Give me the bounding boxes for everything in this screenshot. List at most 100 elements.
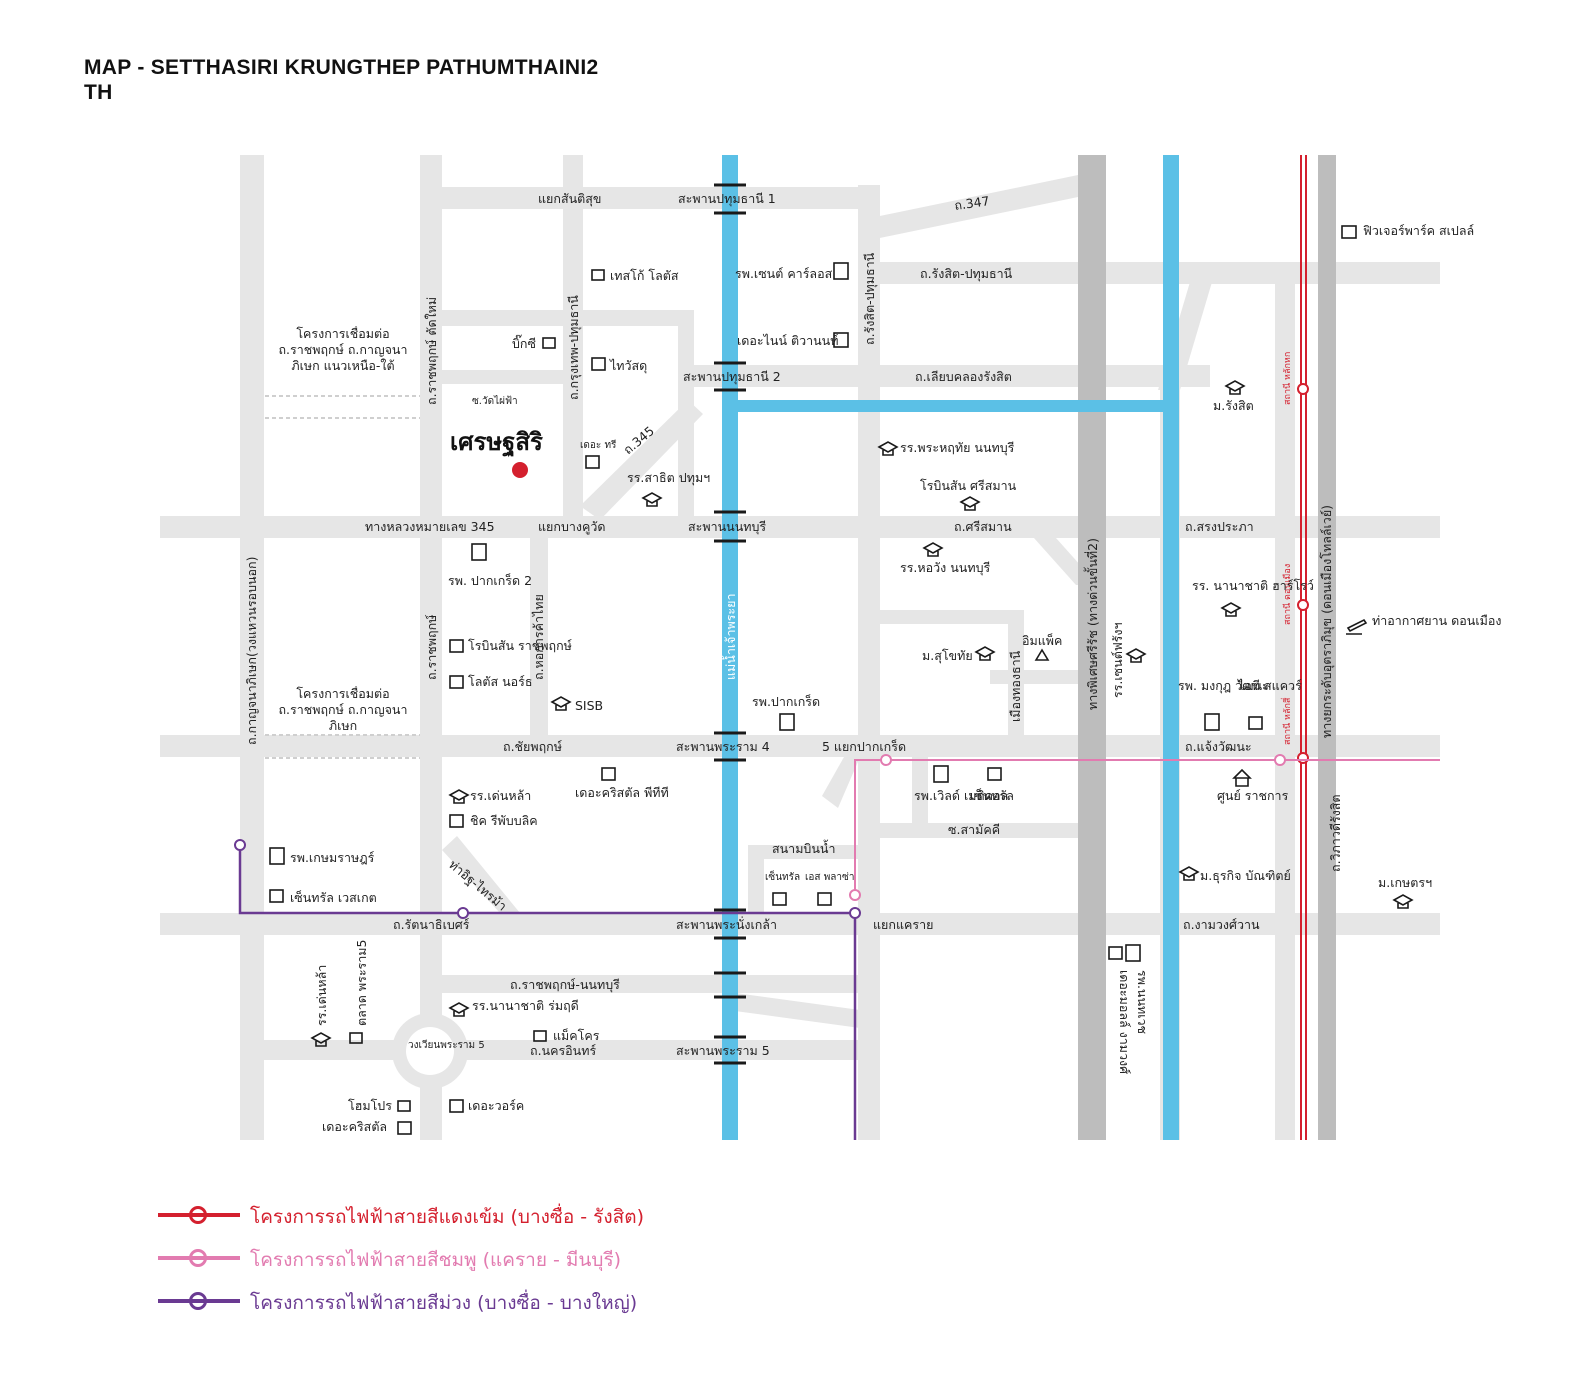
- hospital-icon: [471, 543, 487, 561]
- poi-saint-francis: รร.เซนต์ฟรังฯ: [1110, 622, 1125, 698]
- building-icon: [449, 675, 464, 689]
- label-bridge-rama5: สะพานพระราม 5: [676, 1043, 770, 1058]
- airplane-icon: [1346, 618, 1368, 635]
- poi-pakkret-hosp: รพ.ปากเกร็ด: [752, 694, 820, 709]
- road-ratchaphruek-non: [430, 975, 860, 993]
- rangsit-canal: [1163, 155, 1179, 1140]
- label-vibhavadi: ทางยกระดับอุตราภิมุข (ดอนเมืองโทลล์เวย์): [1319, 505, 1335, 738]
- school-icon: [959, 496, 981, 511]
- shopping-icon: [533, 1030, 547, 1042]
- poi-future-park: ฟิวเจอร์พาร์ค สเปลล์: [1363, 223, 1474, 238]
- legend-pink-line: โครงการรถไฟฟ้าสายสีชมพู (แคราย - มีนบุรี…: [158, 1243, 678, 1273]
- poi-crystal-rama: เดอะคริสตัล: [322, 1119, 387, 1134]
- project-marker: [512, 462, 528, 478]
- label-ratchaphruek-new: ถ.ราชพฤกษ์ ตัดใหม่: [424, 297, 439, 405]
- exhibition-icon: [1034, 648, 1050, 661]
- road-diagonal-south: [735, 993, 860, 1028]
- poi-kasemrad: รพ.เกษมราษฎร์: [290, 850, 375, 865]
- legend-red-line: โครงการรถไฟฟ้าสายสีแดงเข้ม (บางซื่อ - รั…: [158, 1200, 678, 1230]
- label-mueang-thong: เมืองทองธานี: [1008, 650, 1023, 722]
- road-liab-khlong: [680, 365, 1210, 387]
- rama5-roundabout-center: [406, 1027, 454, 1075]
- poi-sarit-pathum: รร.สาธิต ปทุมฯ: [627, 470, 710, 486]
- poi-central-cw: เซ็นทรัล: [970, 788, 1014, 803]
- poi-denla2: รร.เด่นหล้า: [314, 965, 329, 1026]
- poi-homepro: โฮมโปร: [348, 1098, 392, 1113]
- hospital-icon: [269, 847, 285, 865]
- title-line-1: MAP - SETTHASIRI KRUNGTHEP PATHUMTHAINI2: [84, 56, 599, 79]
- label-rangsit-pathum: ถ.รังสิต-ปทุมธานี: [920, 266, 1013, 282]
- label-nakhon-in: ถ.นครอินทร์: [530, 1043, 596, 1058]
- road-short-4: [990, 670, 1080, 684]
- school-icon: [877, 441, 899, 456]
- link-notes: โครงการเชื่อมต่อ ถ.ราชพฤกษ์ ถ.กาญจนาภิเษ…: [278, 326, 407, 733]
- label-pakkret-junction: 5 แยกปากเกร็ด: [822, 739, 906, 754]
- hospital-icon: [933, 765, 949, 783]
- poi-nanachat-rom: รร.นานาชาติ ร่มฤดี: [472, 998, 579, 1013]
- poi-mongkut: รพ. มงกุฎ วัฒนะ: [1178, 678, 1269, 694]
- building-icon: [397, 1121, 412, 1135]
- label-vibhavadi-rangsit: ถ.วิภาวดีรังสิต: [1328, 794, 1343, 872]
- road-short-2: [420, 370, 570, 384]
- chao-phraya-river: [722, 155, 738, 1140]
- poi-denla: รร.เด่นหล้า: [470, 788, 531, 803]
- road-sansuk: [420, 187, 880, 209]
- school-icon: [1392, 894, 1414, 909]
- pink-line: [849, 754, 1440, 901]
- poi-gov-center: ศูนย์ ราชการ: [1217, 788, 1289, 804]
- label-ratchaphruek-non: ถ.ราชพฤกษ์-นนทบุรี: [510, 977, 620, 993]
- road-rangsit-v: [858, 185, 880, 1140]
- poi-makro: แม็คโคร: [553, 1028, 600, 1043]
- label-hokan: ถ.หอการค้าไทย: [531, 594, 546, 680]
- station-don-mueang-dot: [1297, 599, 1309, 611]
- poi-the-tree: เดอะ ทรี: [580, 439, 617, 451]
- poi-markers: [269, 225, 1414, 1135]
- poi-impact: อิมแพ็ค: [1022, 633, 1062, 648]
- hospital-icon: [833, 262, 849, 280]
- liab-khlong-canal: [738, 400, 1178, 412]
- label-rattanathibet: ถ.รัตนาธิเบศร์: [393, 917, 470, 932]
- legend-purple-label: โครงการรถไฟฟ้าสายสีม่วง (บางซื่อ - บางให…: [250, 1292, 638, 1314]
- road-network: [160, 155, 1440, 1140]
- building-icon: [772, 892, 787, 906]
- road-short-1: [420, 310, 685, 326]
- poi-world-medical: รพ.เวิลด์ เมดิคอล: [914, 788, 1008, 803]
- poi-tesco: เทสโก้ โลตัส: [610, 268, 679, 283]
- school-icon: [310, 1032, 332, 1047]
- label-bridge-nonthaburi: สะพานนนทบุรี: [688, 519, 766, 535]
- poi-phrahruthai: รร.พระหฤทัย นนทบุรี: [900, 440, 1015, 456]
- building-icon: [601, 767, 616, 781]
- label-bridge-pathum2: สะพานปทุมธานี 2: [683, 369, 781, 385]
- red-line: [1297, 155, 1309, 1140]
- poi-es-plaza: เอส พลาซ่า: [805, 872, 854, 883]
- building-icon: [449, 1099, 464, 1113]
- label-station-lak-si: สถานี หลักสี่: [1280, 697, 1293, 745]
- expressway-srirat: [1078, 155, 1106, 1140]
- hospital-icon: [779, 713, 795, 731]
- station-lak-hok-dot: [1297, 383, 1309, 395]
- label-bridge-rama4: สะพานพระราม 4: [676, 739, 770, 754]
- label-songprapa: ถ.สรงประภา: [1185, 519, 1254, 534]
- poi-labels: เทสโก้ โลตัส รพ.เซนต์ คาร์ลอส เดอะไนน์ ต…: [290, 223, 1501, 1134]
- poi-central-west: เซ็นทรัล เวสเกต: [290, 890, 377, 905]
- road-soi-samakkhi: [880, 823, 1080, 838]
- poi-stou: ม.สุโขทัย: [922, 648, 973, 664]
- road-diagonal-pakkret: [822, 757, 860, 808]
- label-soi-watphaifa: ซ.วัดไผ่ฟ้า: [472, 395, 518, 407]
- label-expressway: ทางพิเศษศรีรัช (ทางด่วนขั้นที่2): [1083, 538, 1100, 710]
- building-icon: [585, 455, 600, 469]
- label-ngam-wong-wan: ถ.งามวงศ์วาน: [1183, 917, 1260, 932]
- building-icon: [449, 814, 464, 828]
- building-icon: [1248, 716, 1263, 730]
- poi-the-mall: เดอะมอลล์ งามวงศ์: [1117, 970, 1132, 1074]
- building-icon: [817, 892, 832, 906]
- station-labels: สถานี หลักหก สถานี ดอนเมือง สถานี หลักสี…: [1280, 352, 1293, 745]
- road-r345: [580, 400, 703, 520]
- building-icon: [269, 889, 284, 903]
- building-icon: [591, 357, 606, 371]
- road-kanchana: [240, 155, 264, 1140]
- poi-dhurakij: ม.ธุรกิจ บัณฑิตย์: [1200, 868, 1291, 884]
- label-hwy345: ทางหลวงหมายเลข 345: [365, 519, 495, 534]
- expressway-tollway: [1318, 155, 1336, 1140]
